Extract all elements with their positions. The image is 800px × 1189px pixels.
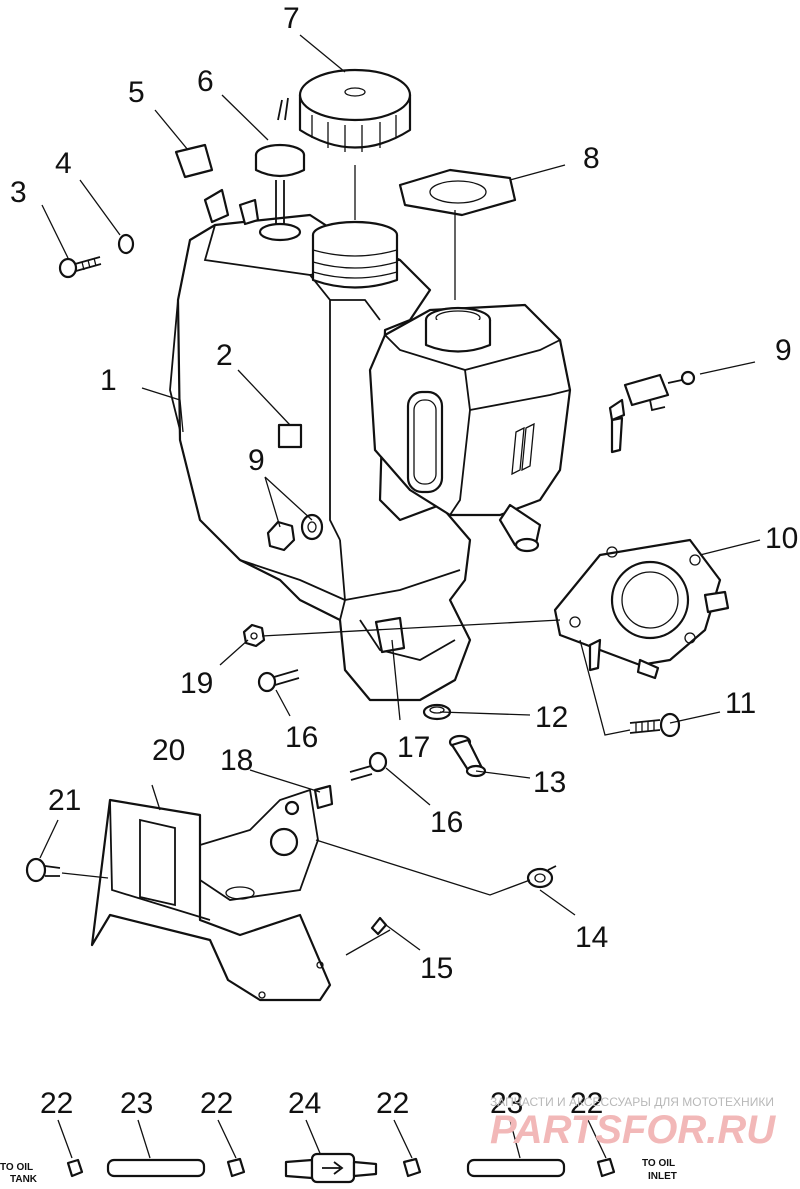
nut-19 (242, 623, 266, 648)
callout-18: 18 (220, 744, 253, 777)
callout-16-upper: 16 (430, 806, 463, 839)
watermark-brand: PARTSFOR.RU (490, 1108, 776, 1152)
screw-21 (25, 857, 61, 883)
callout-9-left: 9 (248, 444, 265, 477)
rivet (370, 916, 388, 936)
callout-15: 15 (420, 952, 453, 985)
hose-callout-22c: 22 (376, 1087, 409, 1120)
callout-21: 21 (48, 784, 81, 817)
to-oil-tank-label-line1: TO OIL (0, 1162, 33, 1173)
to-oil-inlet-label-line1: TO OIL (642, 1158, 675, 1169)
screw-16-upper (349, 751, 388, 781)
hose-row: 22 23 22 24 22 23 22 TO OIL TANK TO OIL … (0, 1087, 677, 1185)
mounting-clip (374, 616, 406, 654)
callout-12: 12 (535, 701, 568, 734)
callout-5: 5 (128, 76, 145, 109)
to-oil-tank-label-line2: TANK (10, 1174, 38, 1185)
washer-4 (117, 233, 135, 255)
nut-and-washer (266, 513, 324, 552)
callout-20: 20 (152, 734, 185, 767)
callout-8: 8 (583, 142, 600, 175)
callout-19: 19 (180, 667, 213, 700)
callout-13: 13 (533, 766, 566, 799)
level-sender (254, 97, 306, 225)
hose-callout-24: 24 (288, 1087, 321, 1120)
leader-lines (39, 34, 761, 956)
hose-fitting-13 (448, 734, 487, 778)
callout-7: 7 (283, 2, 300, 35)
hose-callout-22b: 22 (200, 1087, 233, 1120)
to-oil-inlet-label-line2: INLET (648, 1171, 677, 1182)
callout-2: 2 (216, 339, 233, 372)
filler-cap (298, 68, 412, 152)
callout-1: 1 (100, 364, 117, 397)
callout-6: 6 (197, 65, 214, 98)
grommet-square (277, 423, 303, 449)
hose-callout-23a: 23 (120, 1087, 153, 1120)
bracket-clip (174, 143, 214, 179)
callout-10: 10 (765, 522, 798, 555)
screw-3 (58, 256, 102, 279)
callout-16-lower: 16 (285, 721, 318, 754)
oil-tank-body (169, 188, 472, 702)
callout-11: 11 (725, 687, 756, 720)
hose-callout-22d: 22 (570, 1087, 603, 1120)
cap-gasket (398, 168, 517, 217)
oil-pump (553, 538, 730, 680)
callout-3: 3 (10, 176, 27, 209)
hose-callout-22a: 22 (40, 1087, 73, 1120)
watermark: ЗАПЧАСТИ И АКСЕССУАРЫ ДЛЯ МОТОТЕХНИКИ PA… (490, 1095, 776, 1152)
shutoff-valve (608, 370, 696, 454)
pump-bolt (629, 712, 681, 738)
callout-14: 14 (575, 921, 608, 954)
screw-16-lower (257, 669, 300, 693)
clip-18 (313, 784, 334, 810)
callout-17: 17 (397, 731, 430, 764)
mounting-bracket (90, 788, 332, 1002)
oil-reservoir (368, 303, 572, 553)
callout-4: 4 (55, 147, 72, 180)
hose-callout-23b: 23 (490, 1087, 523, 1120)
hose-clamp (526, 865, 557, 889)
watermark-tagline: ЗАПЧАСТИ И АКСЕССУАРЫ ДЛЯ МОТОТЕХНИКИ (490, 1095, 774, 1109)
callout-9-right: 9 (775, 334, 792, 367)
